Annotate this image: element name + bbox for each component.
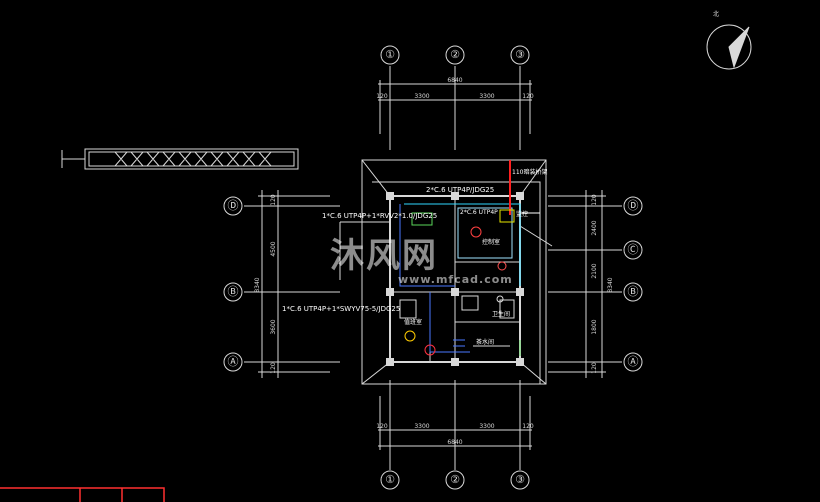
- dim-right-span-3: 2100: [591, 263, 598, 278]
- grid-label-b-right: Ⓑ: [628, 285, 639, 298]
- watermark-logo-text: 沐风网: [330, 236, 438, 276]
- room-label-2: 卫生间: [492, 310, 510, 318]
- cable-label-low: 1*C.6 UTP4P+1*SWYV75-5/JDG25: [282, 305, 400, 313]
- dim-right-total: 8340: [607, 277, 614, 292]
- room-label-4: 控制室: [482, 238, 500, 246]
- dim-right-span-5: 120: [591, 362, 598, 374]
- grid-label-a-right: Ⓐ: [628, 355, 639, 368]
- grid-label-b-left: Ⓑ: [228, 285, 239, 298]
- dim-top-total: 6840: [447, 77, 462, 84]
- cable-tray-detail: [61, 148, 299, 170]
- dim-right-span-1: 120: [591, 194, 598, 206]
- cable-label-top: 2*C.6 UTP4P/JDG25: [426, 186, 494, 194]
- small-label-1: 2*C.6 UTP4P: [460, 209, 498, 216]
- north-label: 北: [713, 10, 719, 18]
- dim-bottom-span-2: 3300: [414, 423, 429, 430]
- dim-bottom-span-3: 3300: [479, 423, 494, 430]
- dim-left-span-3: 3600: [270, 319, 277, 334]
- grid-label-2-top: ②: [450, 48, 460, 61]
- grid-label-a-left: Ⓐ: [228, 355, 239, 368]
- dim-top-span-1: 120: [376, 93, 388, 100]
- grid-label-3-top: ③: [515, 48, 525, 61]
- dim-right-span-4: 1800: [591, 319, 598, 334]
- dim-top-span-4: 120: [522, 93, 534, 100]
- dim-right-span-2: 2400: [591, 220, 598, 235]
- riser-label: 110暗装桥架: [512, 168, 547, 176]
- room-label-3: 茶水间: [476, 338, 494, 346]
- dim-bottom-span-4: 120: [522, 423, 534, 430]
- watermark-logo: 沐风网 www.mfcad.com: [330, 228, 513, 286]
- dim-left-total: 8340: [254, 277, 261, 292]
- watermark-url: www.mfcad.com: [398, 273, 513, 286]
- room-label-1: 值班室: [404, 318, 422, 326]
- north-arrow-icon: [706, 24, 752, 70]
- grid-label-2-bottom: ②: [450, 473, 460, 486]
- small-label-2: 监控: [516, 210, 528, 218]
- dim-top-span-3: 3300: [479, 93, 494, 100]
- dim-left-span-2: 4500: [270, 241, 277, 256]
- dim-bottom-span-1: 120: [376, 423, 388, 430]
- dim-left-span-1: 120: [270, 194, 277, 206]
- dim-top-span-2: 3300: [414, 93, 429, 100]
- cable-label-mid: 1*C.6 UTP4P+1*RVV2*1.0/JDG25: [322, 212, 437, 220]
- grid-label-1-bottom: ①: [385, 473, 395, 486]
- grid-label-3-bottom: ③: [515, 473, 525, 486]
- dim-left-span-4: 120: [270, 362, 277, 374]
- grid-label-c-right: Ⓒ: [628, 243, 639, 256]
- grid-label-d-right: Ⓓ: [628, 199, 639, 212]
- dim-bottom-total: 6840: [447, 439, 462, 446]
- grid-label-1-top: ①: [385, 48, 395, 61]
- grid-label-d-left: Ⓓ: [228, 199, 239, 212]
